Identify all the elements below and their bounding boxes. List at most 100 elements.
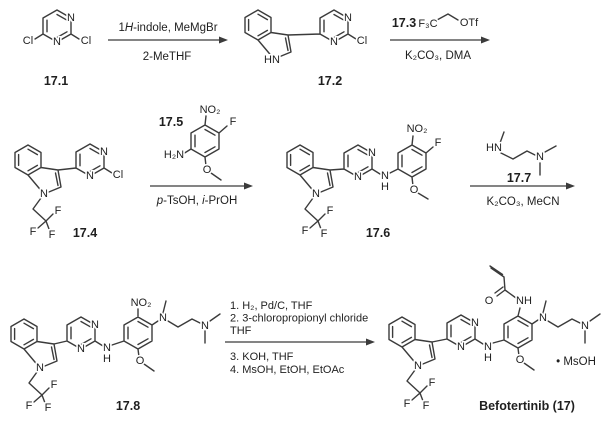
- atom-label-no2: NO₂: [407, 123, 428, 135]
- atom-label-o: O: [203, 164, 212, 176]
- compound-label-17-6: 17.6: [366, 226, 390, 240]
- atom-label-n: N: [344, 12, 352, 24]
- atom-label-f: F: [435, 137, 442, 149]
- compound-label-17-4: 17.4: [73, 226, 97, 240]
- atom-label-n: N: [103, 342, 111, 354]
- atom-label-f: F: [55, 205, 62, 217]
- atom-label-n: N: [201, 320, 209, 332]
- atom-label-n: N: [414, 360, 422, 372]
- structure-17-3: F₃C OTf: [417, 13, 481, 32]
- atom-label-n: N: [67, 12, 75, 24]
- compound-label-17-3: 17.3: [392, 16, 416, 30]
- structure-17-4: N F F F N N Cl 17.4: [14, 143, 125, 243]
- atom-label-f: F: [327, 205, 334, 217]
- atom-label-f: F: [429, 377, 436, 389]
- condition-line-3: THF: [230, 325, 252, 337]
- atom-label-nh: NH: [516, 295, 532, 307]
- atom-label-n: N: [539, 312, 547, 324]
- compound-label-befotertinib: Befotertinib (17): [479, 399, 575, 413]
- solvent-text-below: K₂CO₃, MeCN: [486, 196, 559, 208]
- structure-17-6: N F F F N N N H NO₂ F O 17.6: [286, 121, 443, 242]
- bond-skeleton: [244, 9, 357, 60]
- atom-label-n: N: [330, 36, 338, 48]
- atom-label-f: F: [321, 228, 328, 240]
- atom-label-n: N: [471, 317, 479, 329]
- bond-skeleton: [10, 300, 221, 404]
- arrow-head: [366, 338, 375, 346]
- solvent-text-below: p-TsOH, i-PrOH: [156, 195, 238, 207]
- atom-label-n: N: [91, 319, 99, 331]
- atom-label-n: N: [159, 312, 167, 324]
- atom-label-f: F: [45, 402, 52, 414]
- compound-label-17-2: 17.2: [318, 74, 342, 88]
- atom-label-no2: NO₂: [131, 297, 152, 309]
- structure-17-1: N N Cl Cl 17.1: [21, 9, 93, 88]
- condition-line-5: 4. MsOH, EtOH, EtOAc: [230, 364, 345, 376]
- atom-label-n: N: [36, 362, 44, 374]
- atom-label-n: N: [312, 188, 320, 200]
- reaction-arrow-3: 17.5 NO₂ F H₂N O p-TsOH, i-PrOH: [150, 102, 253, 207]
- atom-label-h: H: [103, 353, 111, 365]
- atom-label-cl: Cl: [357, 35, 367, 47]
- atom-label-o: O: [410, 184, 419, 196]
- condition-line-2: 2. 3-chloropropionyl chloride: [230, 313, 368, 325]
- atom-label-cl: Cl: [81, 35, 91, 47]
- atom-label-otf: OTf: [460, 17, 479, 29]
- atom-label-o: O: [485, 295, 494, 307]
- bond-skeleton: [34, 9, 80, 43]
- structure-befotertinib: N F F F N N N H NH O N N O • MsOH Befote…: [388, 265, 601, 414]
- arrow-head: [219, 36, 228, 44]
- bond-skeleton: [286, 135, 434, 230]
- arrow-head: [566, 182, 575, 190]
- structure-17-5: 17.5 NO₂ F H₂N O: [159, 102, 238, 181]
- bond-skeleton: [436, 13, 459, 21]
- solvent-text-below: K₂CO₃, DMA: [405, 50, 471, 62]
- atom-label-f: F: [230, 116, 237, 128]
- atom-label-f3c: F₃C: [418, 18, 437, 30]
- atom-label-n: N: [100, 146, 108, 158]
- reagent-text-above: 1H-indole, MeMgBr: [118, 22, 217, 34]
- atom-label-n: N: [86, 170, 94, 182]
- atom-label-hn: HN: [264, 54, 280, 66]
- atom-label-h: H: [381, 181, 389, 193]
- solvent-text-below: 2-MeTHF: [143, 51, 192, 63]
- atom-label-n: N: [368, 147, 376, 159]
- atom-label-f: F: [30, 226, 37, 238]
- reaction-arrow-4: HN N 17.7 K₂CO₃, MeCN: [470, 131, 575, 208]
- structure-17-7: HN N 17.7: [484, 131, 557, 185]
- compound-label-17-7: 17.7: [507, 171, 531, 185]
- atom-label-h: H: [484, 352, 492, 364]
- atom-label-f: F: [302, 225, 309, 237]
- atom-label-n: N: [381, 170, 389, 182]
- msoh-salt-label: • MsOH: [556, 356, 596, 368]
- atom-label-no2: NO₂: [200, 104, 221, 116]
- atom-label-f: F: [49, 229, 56, 241]
- atom-label-n: N: [77, 343, 85, 355]
- atom-label-o: O: [516, 354, 525, 366]
- atom-label-n: N: [40, 188, 48, 200]
- structure-17-8: N F F F N N N H NO₂ N N O 17.8: [10, 295, 221, 416]
- atom-label-n: N: [354, 171, 362, 183]
- atom-label-f: F: [423, 400, 430, 412]
- atom-label-h2n: H₂N: [164, 149, 184, 161]
- condition-line-1: 1. H₂, Pd/C, THF: [230, 300, 313, 312]
- arrow-head: [481, 36, 490, 44]
- reaction-arrow-1: 1H-indole, MeMgBr 2-MeTHF: [108, 22, 228, 63]
- atom-label-n: N: [457, 341, 465, 353]
- atom-label-f: F: [404, 398, 411, 410]
- atom-label-n: N: [581, 320, 589, 332]
- bond-skeleton: [14, 143, 113, 230]
- atom-label-o: O: [136, 355, 145, 367]
- bond-skeleton: [388, 265, 601, 402]
- atom-label-n: N: [536, 151, 544, 163]
- atom-label-cl: Cl: [23, 35, 33, 47]
- atom-label-n: N: [484, 341, 492, 353]
- condition-line-4: 3. KOH, THF: [230, 351, 294, 363]
- compound-label-17-8: 17.8: [116, 399, 140, 413]
- atom-label-f: F: [51, 379, 58, 391]
- bond-skeleton: [499, 131, 557, 176]
- compound-label-17-5: 17.5: [159, 115, 183, 129]
- bond-skeleton: [182, 115, 228, 181]
- reaction-arrow-5: 1. H₂, Pd/C, THF 2. 3-chloropropionyl ch…: [225, 300, 375, 376]
